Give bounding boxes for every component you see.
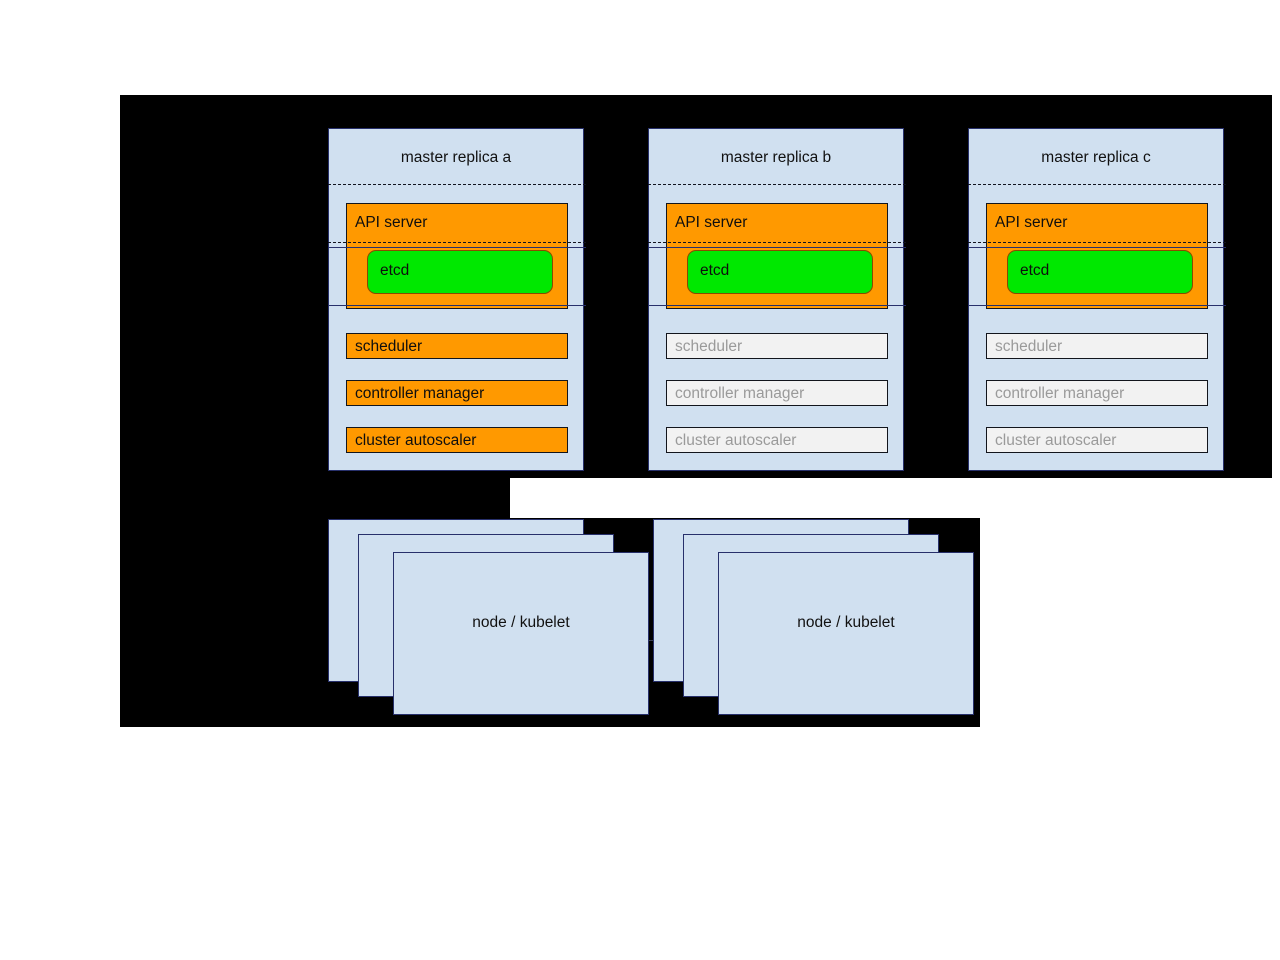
component-scheduler[interactable]: scheduler: [346, 333, 568, 359]
etcd-box[interactable]: etcd: [1007, 250, 1193, 294]
separator-dashed-middle: [328, 242, 586, 243]
api-server-label: API server: [675, 214, 748, 231]
master-replica-card-c[interactable]: master replica c API server etcd schedul…: [968, 128, 1226, 471]
separator-solid-upper: [328, 247, 586, 248]
api-server-box[interactable]: API server etcd: [666, 203, 888, 309]
component-cluster-autoscaler[interactable]: cluster autoscaler: [666, 427, 888, 453]
canvas-band-notch: [120, 478, 510, 518]
etcd-label: etcd: [380, 262, 410, 279]
component-label: cluster autoscaler: [355, 432, 477, 449]
separator-dashed-top: [968, 184, 1226, 185]
component-label: scheduler: [675, 338, 743, 355]
replica-title: master replica b: [720, 149, 832, 166]
api-server-box[interactable]: API server etcd: [346, 203, 568, 309]
separator-dashed-top: [328, 184, 586, 185]
component-controller-manager[interactable]: controller manager: [986, 380, 1208, 406]
separator-dashed-middle: [648, 242, 906, 243]
separator-dashed-middle: [968, 242, 1226, 243]
separator-dashed-top: [648, 184, 906, 185]
node-card-front[interactable]: node / kubelet: [718, 552, 974, 715]
component-scheduler[interactable]: scheduler: [986, 333, 1208, 359]
separator-solid-lower: [328, 305, 586, 306]
separator-solid-upper: [648, 247, 906, 248]
etcd-label: etcd: [1020, 262, 1050, 279]
etcd-label: etcd: [700, 262, 730, 279]
component-label: controller manager: [995, 385, 1125, 402]
replica-title: master replica a: [400, 149, 512, 166]
component-scheduler[interactable]: scheduler: [666, 333, 888, 359]
api-server-label: API server: [995, 214, 1068, 231]
component-controller-manager[interactable]: controller manager: [346, 380, 568, 406]
master-replica-card-a[interactable]: master replica a API server etcd schedul…: [328, 128, 586, 471]
component-label: controller manager: [355, 385, 485, 402]
api-server-box[interactable]: API server etcd: [986, 203, 1208, 309]
component-label: cluster autoscaler: [675, 432, 797, 449]
separator-solid-lower: [968, 305, 1226, 306]
component-controller-manager[interactable]: controller manager: [666, 380, 888, 406]
api-server-label: API server: [355, 214, 428, 231]
node-label: node / kubelet: [472, 614, 570, 631]
node-label: node / kubelet: [797, 614, 895, 631]
node-card-front[interactable]: node / kubelet: [393, 552, 649, 715]
component-cluster-autoscaler[interactable]: cluster autoscaler: [986, 427, 1208, 453]
separator-solid-upper: [968, 247, 1226, 248]
component-cluster-autoscaler[interactable]: cluster autoscaler: [346, 427, 568, 453]
component-label: cluster autoscaler: [995, 432, 1117, 449]
component-label: controller manager: [675, 385, 805, 402]
separator-solid-lower: [648, 305, 906, 306]
etcd-box[interactable]: etcd: [687, 250, 873, 294]
component-label: scheduler: [995, 338, 1063, 355]
master-replica-card-b[interactable]: master replica b API server etcd schedul…: [648, 128, 906, 471]
etcd-box[interactable]: etcd: [367, 250, 553, 294]
replica-title: master replica c: [1041, 149, 1151, 166]
component-label: scheduler: [355, 338, 423, 355]
